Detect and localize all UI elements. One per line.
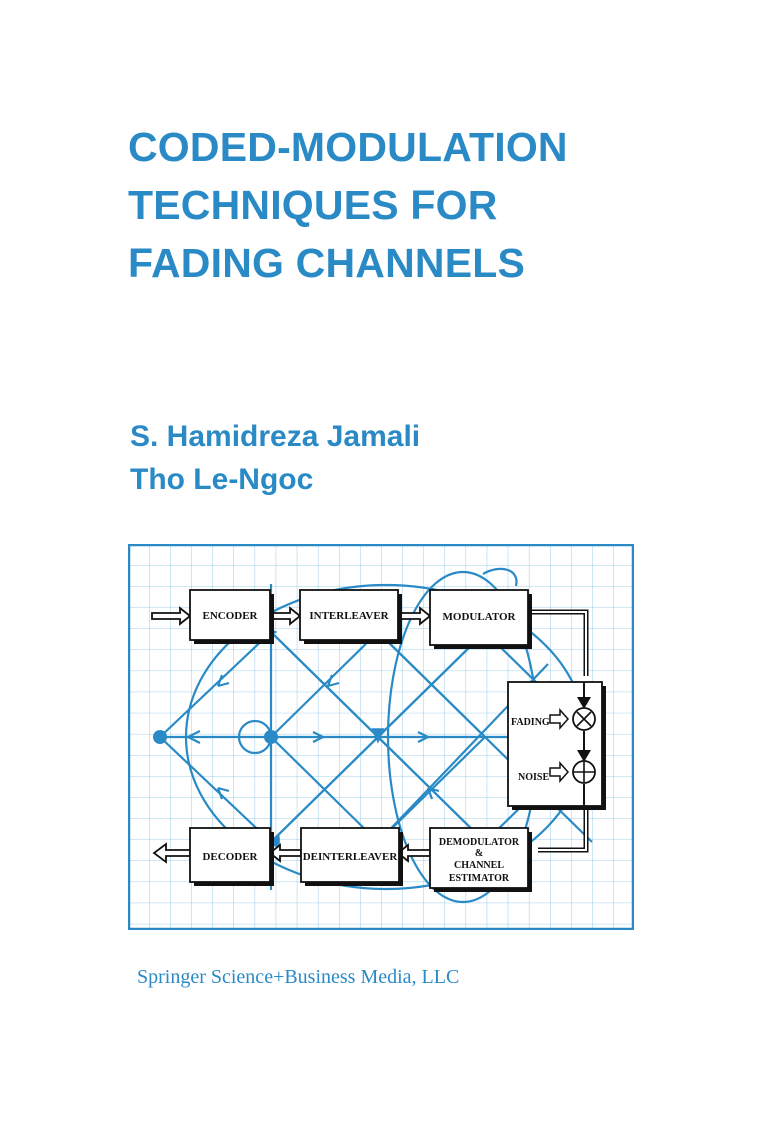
author-1: S. Hamidreza Jamali xyxy=(130,420,421,453)
author-list: S. Hamidreza Jamali Tho Le-Ngoc xyxy=(130,415,420,501)
noise-label: NOISE xyxy=(518,772,549,783)
block-encoder: ENCODER xyxy=(189,589,274,644)
system-block-diagram: ENCODER INTERLEAVER MODULATOR FADING NOI… xyxy=(128,544,634,930)
demod-label-2: & xyxy=(475,848,483,859)
signal-flow-lines xyxy=(151,606,589,864)
block-channel: FADING NOISE xyxy=(507,681,606,810)
modulator-label: MODULATOR xyxy=(443,611,517,623)
diagram-svg: ENCODER INTERLEAVER MODULATOR FADING NOI… xyxy=(128,544,634,930)
trellis-node-center xyxy=(264,730,278,744)
demod-label-3: CHANNEL xyxy=(454,860,504,871)
decoder-label: DECODER xyxy=(202,851,258,863)
block-interleaver: INTERLEAVER xyxy=(299,589,402,644)
author-2: Tho Le-Ngoc xyxy=(130,463,314,496)
title-line-3: FADING CHANNELS xyxy=(128,240,526,286)
fading-label: FADING xyxy=(511,717,550,728)
publisher-name: Springer Science+Business Media, LLC xyxy=(137,966,460,988)
deinterleaver-label: DEINTERLEAVER xyxy=(303,851,399,863)
demod-label-4: ESTIMATOR xyxy=(449,873,510,884)
block-modulator: MODULATOR xyxy=(429,589,532,649)
trellis-node-left xyxy=(153,730,167,744)
book-title: CODED-MODULATION TECHNIQUES FOR FADING C… xyxy=(128,118,728,292)
encoder-label: ENCODER xyxy=(202,610,258,622)
block-demodulator: DEMODULATOR & CHANNEL ESTIMATOR xyxy=(429,827,532,892)
block-decoder: DECODER xyxy=(189,827,274,886)
title-line-1: CODED-MODULATION xyxy=(128,124,568,170)
block-deinterleaver: DEINTERLEAVER xyxy=(300,827,403,886)
demod-label-1: DEMODULATOR xyxy=(439,837,520,848)
interleaver-label: INTERLEAVER xyxy=(309,610,389,622)
title-line-2: TECHNIQUES FOR xyxy=(128,182,498,228)
